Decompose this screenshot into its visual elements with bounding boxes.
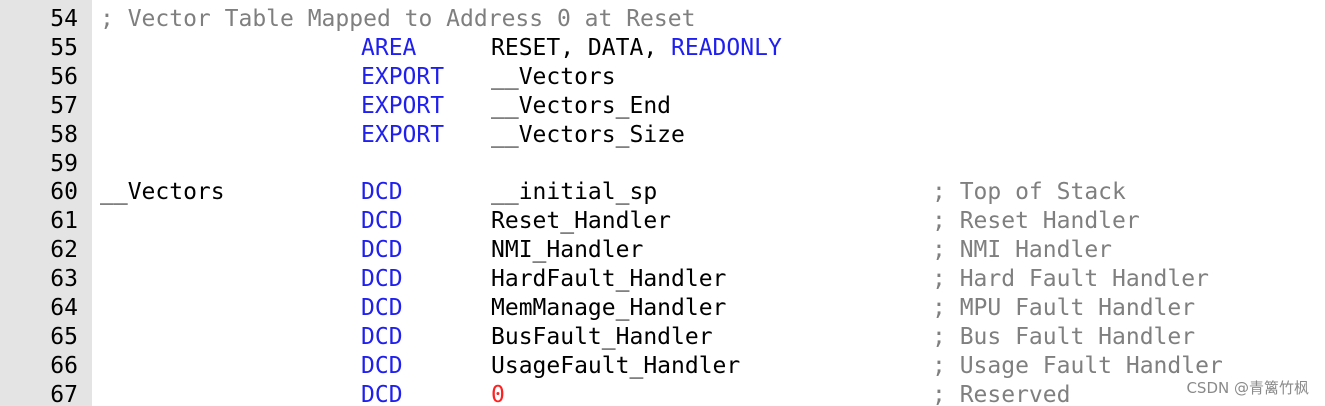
code-operands: Reset_Handler xyxy=(491,207,671,236)
line-number: 59 xyxy=(50,150,78,177)
line-number: 54 xyxy=(50,6,78,32)
code-operands: BusFault_Handler xyxy=(491,323,713,352)
code-operands: __initial_sp xyxy=(491,178,657,207)
code-operand: NMI_Handler xyxy=(491,237,644,264)
line-number: 65 xyxy=(50,323,78,350)
code-line[interactable]: 62 DCD NMI_Handler ; NMI Handler xyxy=(0,236,1325,265)
code-operand: Reset_Handler xyxy=(491,208,672,235)
code-line[interactable]: 59 xyxy=(0,150,1325,179)
code-operands: UsageFault_Handler xyxy=(491,352,740,381)
code-operand: __Vectors_End xyxy=(491,92,672,119)
code-operand: __Vectors_Size xyxy=(491,121,685,148)
code-directive: DCD xyxy=(361,323,403,350)
code-operands: __Vectors_Size xyxy=(491,121,685,150)
code-comment: ; NMI Handler xyxy=(932,237,1113,264)
watermark: CSDN @青篱竹枫 xyxy=(1186,379,1309,397)
code-directive: DCD xyxy=(361,352,403,379)
code-line[interactable]: 58 EXPORT __Vectors_Size xyxy=(0,121,1325,150)
code-operands: HardFault_Handler xyxy=(491,265,726,294)
code-operands: __Vectors_End xyxy=(491,92,671,121)
code-directive: DCD xyxy=(361,208,403,235)
line-number: 67 xyxy=(50,381,78,406)
line-number: 55 xyxy=(50,34,78,61)
code-comment: ; Reset Handler xyxy=(932,208,1140,235)
code-comment: ; Top of Stack xyxy=(932,179,1126,206)
code-operand: RESET, DATA, xyxy=(491,34,672,61)
line-number-gutter xyxy=(0,0,92,406)
code-operands: RESET, DATA, READONLY xyxy=(491,34,782,63)
code-line[interactable]: 54 ; Vector Table Mapped to Address 0 at … xyxy=(0,5,1325,34)
code-directive: DCD xyxy=(361,266,403,293)
line-number: 60 xyxy=(50,179,78,206)
code-line[interactable]: 57 EXPORT __Vectors_End xyxy=(0,92,1325,121)
code-operand: __initial_sp xyxy=(491,179,658,206)
code-line[interactable]: 65 DCD BusFault_Handler ; Bus Fault Handler xyxy=(0,323,1325,352)
line-number: 61 xyxy=(50,208,78,235)
code-operands: __Vectors xyxy=(491,63,616,92)
code-line[interactable]: 56 EXPORT __Vectors xyxy=(0,63,1325,92)
code-operand: BusFault_Handler xyxy=(491,323,713,350)
code-operand: HardFault_Handler xyxy=(491,266,727,293)
code-operand: UsageFault_Handler xyxy=(491,352,741,379)
line-number: 57 xyxy=(50,92,78,119)
code-directive: DCD xyxy=(361,295,403,321)
line-number: 64 xyxy=(50,295,78,321)
code-directive: DCD xyxy=(361,237,403,264)
code-line[interactable]: 64 DCD MemManage_Handler ; MPU Fault Handle… xyxy=(0,294,1325,323)
code-directive: EXPORT xyxy=(361,121,445,148)
code-line[interactable]: 67 DCD 0 ; Reserved xyxy=(0,381,1325,406)
code-line[interactable]: 61 DCD Reset_Handler ; Reset Handler xyxy=(0,207,1325,236)
code-keyword: READONLY xyxy=(671,34,782,61)
code-operands: 0 xyxy=(491,381,505,406)
code-operand: __Vectors xyxy=(491,63,616,90)
code-directive: EXPORT xyxy=(361,92,445,119)
code-label: __Vectors xyxy=(100,179,225,206)
code-directive: DCD xyxy=(361,381,403,406)
line-number: 56 xyxy=(50,63,78,90)
code-operand: MemManage_Handler xyxy=(491,295,727,321)
code-number: 0 xyxy=(491,381,505,406)
code-directive: EXPORT xyxy=(361,63,445,90)
code-comment: ; Usage Fault Handler xyxy=(932,352,1223,379)
code-operands: MemManage_Handler xyxy=(491,294,726,323)
code-line[interactable]: 63 DCD HardFault_Handler ; Hard Fault Handl… xyxy=(0,265,1325,294)
line-number: 66 xyxy=(50,352,78,379)
code-comment: ; Reserved xyxy=(932,381,1071,406)
line-number: 63 xyxy=(50,266,78,293)
line-number: 58 xyxy=(50,121,78,148)
code-directive: AREA xyxy=(361,34,417,61)
code-line[interactable]: 60 __Vectors DCD __initial_sp ; Top of Stack xyxy=(0,178,1325,207)
line-number: 62 xyxy=(50,237,78,264)
code-comment: ; Bus Fault Handler xyxy=(932,323,1196,350)
code-operands: NMI_Handler xyxy=(491,236,643,265)
code-comment: ; MPU Fault Handler xyxy=(932,295,1196,321)
code-comment: ; Hard Fault Handler xyxy=(932,266,1209,293)
code-line[interactable]: 55 AREA RESET, DATA, READONLY xyxy=(0,34,1325,63)
code-directive: DCD xyxy=(361,179,403,206)
code-comment: ; Vector Table Mapped to Address 0 at Re… xyxy=(100,6,696,32)
code-line[interactable]: 66 DCD UsageFault_Handler ; Usage Fault Han… xyxy=(0,352,1325,381)
